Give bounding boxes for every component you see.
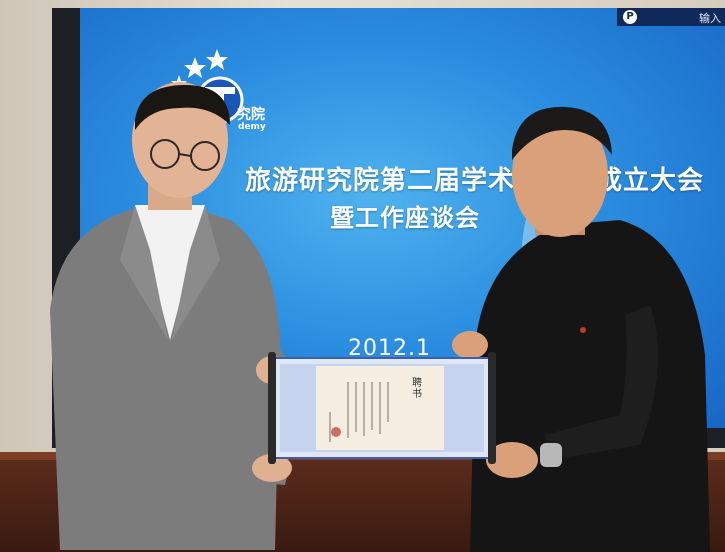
screen-title-line2: 暨工作座谈会 xyxy=(330,203,480,232)
logo-subtext: demy xyxy=(238,122,266,132)
certificate-heading: 聘书 xyxy=(412,378,422,400)
screen-date: 2012.1 xyxy=(348,336,431,361)
certificate-scroll xyxy=(268,352,496,464)
screen-topbar: P 输入 xyxy=(617,8,725,26)
logo-text: 究院 xyxy=(237,107,265,123)
left-person xyxy=(50,82,292,550)
app-icon: P xyxy=(623,10,637,24)
topbar-label: 输入 xyxy=(699,12,721,25)
right-person xyxy=(452,106,710,552)
screen-title-line1: 旅游研究院第二届学术委员会成立大会 xyxy=(245,166,705,196)
